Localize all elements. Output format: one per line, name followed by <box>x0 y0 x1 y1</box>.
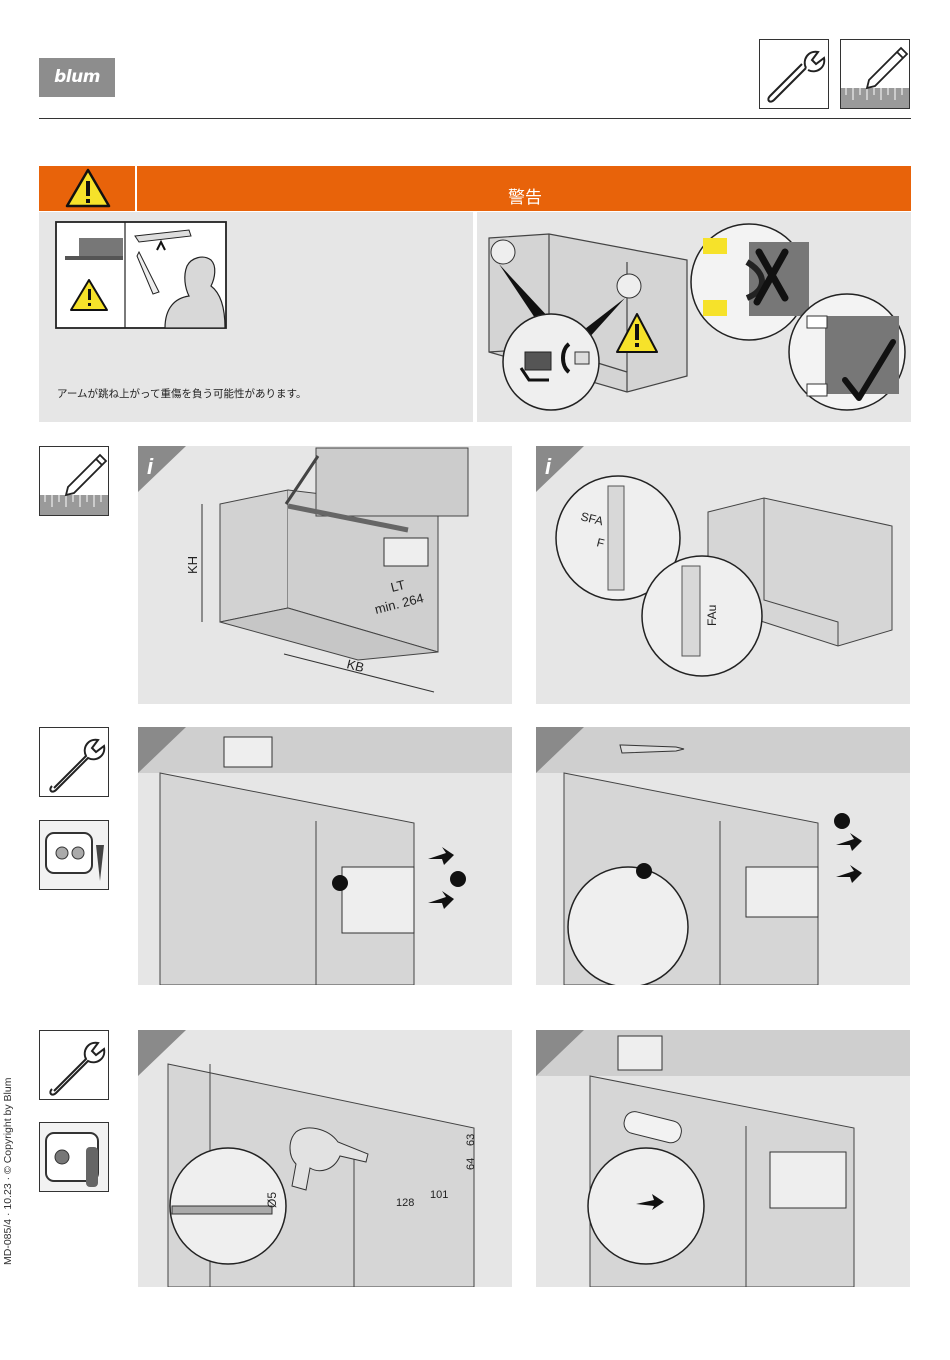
wrench-icon <box>39 1030 109 1100</box>
wrench-icon <box>39 727 109 797</box>
step-panel-drill: Ø5 63 64 128 101 <box>138 1030 512 1287</box>
pencil-ruler-icon <box>39 446 109 516</box>
svg-text:i: i <box>545 454 552 479</box>
label-dim-63: 63 <box>465 1134 477 1146</box>
warning-panel-right <box>477 212 911 422</box>
warning-text: アームが跳ね上がって重傷を負う可能性があります。 <box>57 386 306 401</box>
step-panel-screwdriver <box>536 1030 910 1287</box>
svg-text:i: i <box>147 454 154 479</box>
label-dia-5: Ø5 <box>265 1192 279 1208</box>
dimension-panel-front: i SFA F FAu <box>536 446 910 704</box>
label-dim-128: 128 <box>396 1197 414 1209</box>
warning-title: 警告 <box>139 166 911 211</box>
wrench-icon <box>759 39 829 109</box>
label-kh: KH <box>185 556 200 574</box>
label-dim-64: 64 <box>465 1158 477 1170</box>
label-fau: FAu <box>705 605 719 626</box>
blum-logo: blum <box>39 58 115 97</box>
step-panel-screw <box>536 727 910 985</box>
screw-plate-icon <box>39 820 109 890</box>
copyright-text: MD-085/4 · 10.23 · © Copyright by Blum <box>2 1078 14 1265</box>
label-kb: KB <box>345 656 365 675</box>
pencil-ruler-icon <box>840 39 910 109</box>
expansion-dowel-icon <box>39 1122 109 1192</box>
label-dim-101: 101 <box>430 1189 448 1201</box>
step-panel-mount <box>138 727 512 985</box>
header-rule <box>39 118 911 119</box>
warning-triangle-icon <box>39 166 137 211</box>
dimension-panel-cabinet: i KH KB LT min. 264 <box>138 446 512 704</box>
